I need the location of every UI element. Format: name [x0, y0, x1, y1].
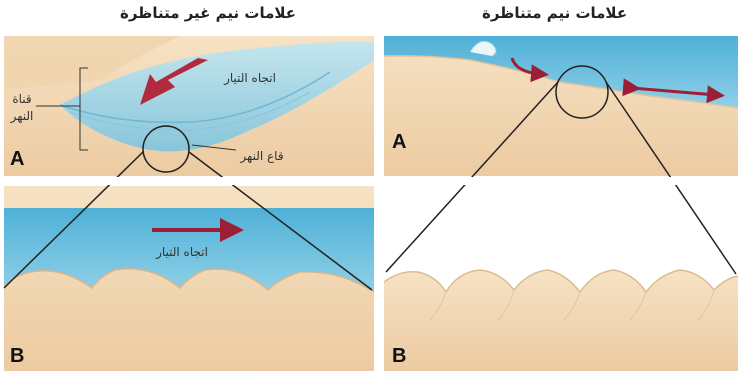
panel-letter-right-a: A	[392, 131, 406, 153]
river-bed-label: قاع النهر	[239, 149, 283, 164]
panel-letter-left-a: A	[10, 148, 24, 170]
panel-letter-left-b: B	[10, 345, 24, 367]
panel-letter-right-b: B	[392, 345, 406, 367]
current-direction-label-bottom: اتجاه التيار	[155, 245, 208, 260]
left-panel-b: اتجاه التيار B	[4, 186, 374, 371]
river-channel-label-2: النهر	[10, 109, 34, 124]
right-panel-b: B	[384, 186, 738, 371]
right-panel-a: A	[384, 36, 738, 176]
left-panel-a: اتجاه التيار قناة النهر قاع النهر A	[4, 36, 374, 176]
river-channel-label-1: قناة	[12, 92, 31, 106]
current-direction-label-top: اتجاه التيار	[223, 71, 276, 86]
symmetric-ripples	[384, 270, 738, 371]
